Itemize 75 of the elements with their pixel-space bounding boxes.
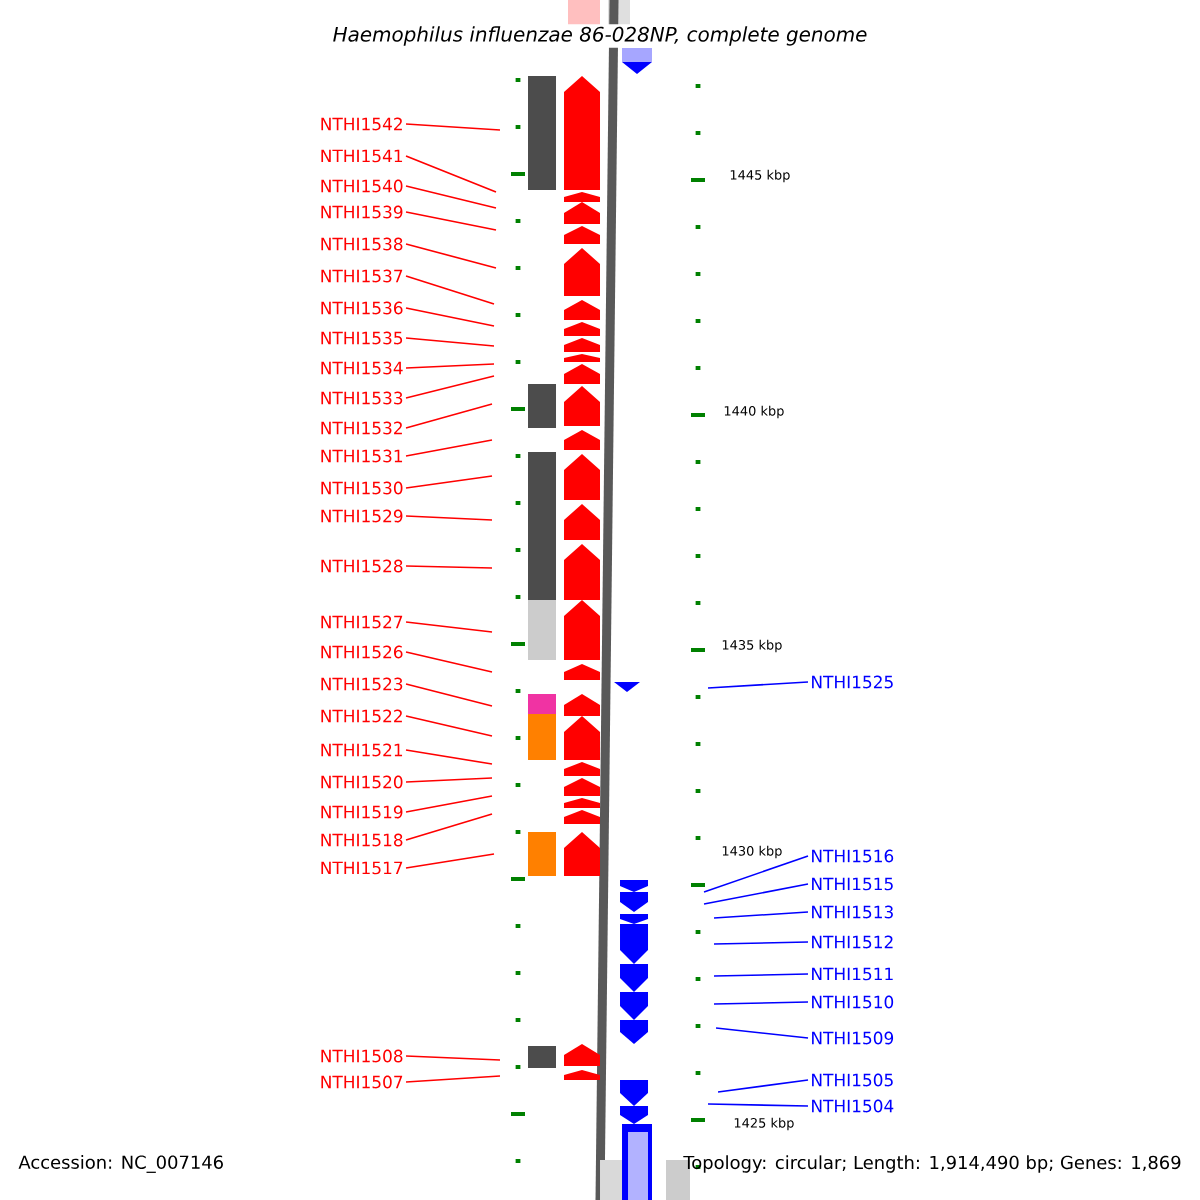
leader-line <box>405 375 495 399</box>
leader-line <box>405 1055 501 1061</box>
leader-line <box>405 403 493 429</box>
leader-line <box>405 565 493 569</box>
leader-line <box>405 515 493 521</box>
accession-text: Accession: NC_007146 <box>18 1155 223 1173</box>
leader-line <box>713 941 809 945</box>
leader-line <box>703 883 809 905</box>
gene-label: NTHI1539 <box>321 205 403 219</box>
gene-label: NTHI1505 <box>812 1073 893 1087</box>
leader-line <box>713 1001 809 1005</box>
leader-line <box>713 911 809 919</box>
gene-label: NTHI1516 <box>812 849 894 863</box>
gene-label: NTHI1541 <box>321 149 403 163</box>
leader-line <box>405 683 493 707</box>
gene-label: NTHI1508 <box>321 1049 403 1063</box>
gene-label: NTHI1531 <box>321 449 403 463</box>
gene-label: NTHI1528 <box>321 559 403 573</box>
leader-line <box>405 275 495 305</box>
leader-line <box>717 1079 809 1093</box>
leader-line <box>405 777 493 783</box>
gene-label: NTHI1513 <box>812 905 893 919</box>
leader-line <box>405 853 495 869</box>
gene-label: NTHI1511 <box>812 967 893 981</box>
gene-label: NTHI1532 <box>321 421 402 435</box>
leader-line <box>405 185 497 209</box>
gene-label: NTHI1517 <box>321 861 403 875</box>
gene-label: NTHI1540 <box>321 179 403 193</box>
leader-line <box>405 651 493 673</box>
gene-label: NTHI1542 <box>321 117 402 131</box>
gene-label: NTHI1510 <box>812 995 894 1009</box>
gene-label: NTHI1527 <box>321 615 403 629</box>
gene-label: NTHI1536 <box>321 301 403 315</box>
gene-label: NTHI1515 <box>812 877 893 891</box>
gene-label: NTHI1538 <box>321 237 403 251</box>
gene-label: NTHI1534 <box>321 361 403 375</box>
gene-label: NTHI1522 <box>321 709 402 723</box>
leader-line <box>713 973 809 977</box>
leader-line <box>707 681 809 689</box>
leader-line <box>405 243 497 269</box>
leader-line <box>405 307 495 327</box>
leader-line <box>405 1075 501 1083</box>
gene-label: NTHI1519 <box>321 805 403 819</box>
leader-line <box>405 439 493 457</box>
leader-line <box>405 795 493 813</box>
gene-label: NTHI1526 <box>321 645 403 659</box>
gene-label: NTHI1530 <box>321 481 403 495</box>
leader-line <box>405 813 493 841</box>
leader-line <box>707 1103 809 1107</box>
gene-label: NTHI1520 <box>321 775 403 789</box>
gene-label: NTHI1537 <box>321 269 403 283</box>
leader-line <box>703 855 809 893</box>
leader-line <box>405 621 493 633</box>
leader-line <box>405 749 493 765</box>
gene-label: NTHI1533 <box>321 391 403 405</box>
gene-label: NTHI1512 <box>812 935 893 949</box>
leader-line <box>405 475 493 489</box>
gene-label: NTHI1523 <box>321 677 403 691</box>
leader-line <box>405 123 501 131</box>
gene-label: NTHI1509 <box>812 1031 894 1045</box>
gene-label: NTHI1535 <box>321 331 403 345</box>
gene-label: NTHI1525 <box>812 675 893 689</box>
genome-info-text: Topology: circular; Length: 1,914,490 bp; Genes: 1,869 <box>683 1155 1181 1173</box>
leader-line <box>405 211 497 231</box>
leader-line <box>405 155 497 193</box>
gene-label: NTHI1504 <box>812 1099 894 1113</box>
leader-line <box>715 1027 809 1039</box>
gene-label: NTHI1518 <box>321 833 403 847</box>
leader-line <box>405 715 493 737</box>
title: Haemophilus influenzae 86-028NP, complete genome <box>330 24 870 48</box>
gene-label: NTHI1529 <box>321 509 403 523</box>
leader-line <box>405 363 495 369</box>
gene-label: NTHI1507 <box>321 1075 403 1089</box>
gene-label: NTHI1521 <box>321 743 403 757</box>
leader-line <box>405 337 495 347</box>
